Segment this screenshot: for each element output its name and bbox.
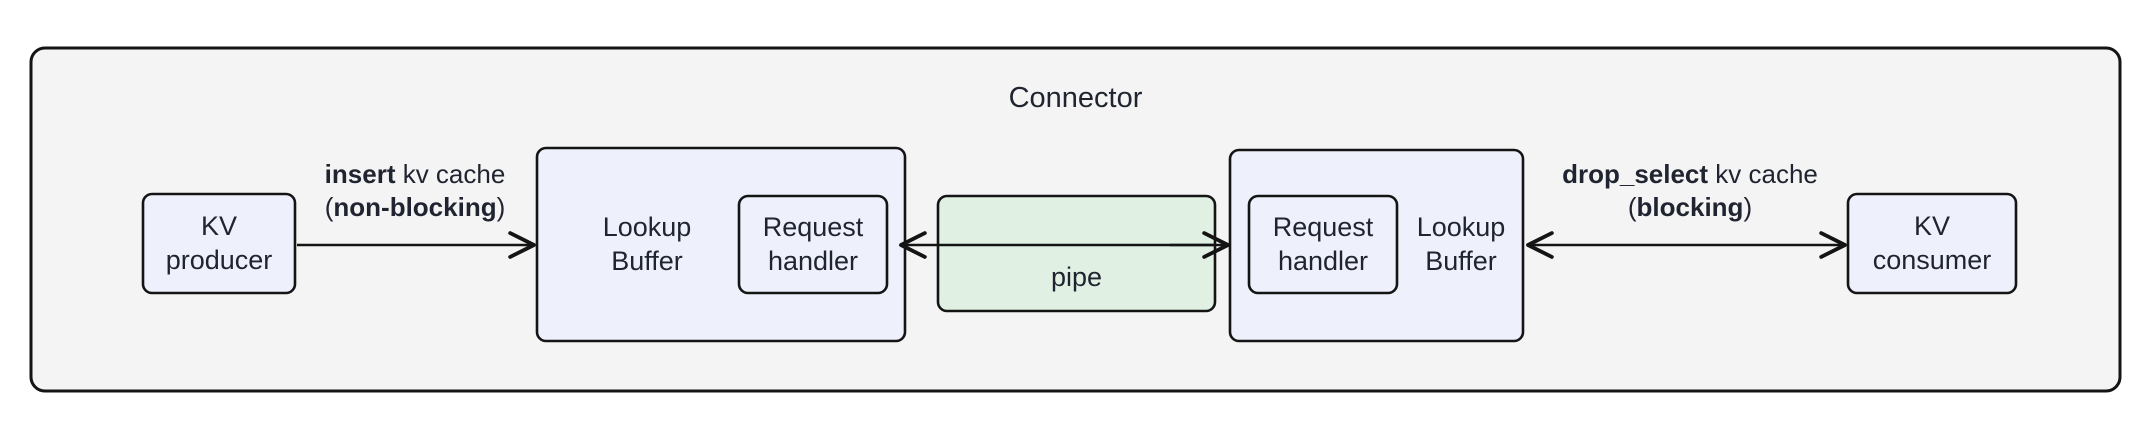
drop-select-edge-label-line-2: (blocking) — [1510, 191, 1870, 224]
request-handler-right-box[interactable] — [1247, 194, 1399, 295]
kv-consumer-box[interactable] — [1846, 192, 2018, 295]
pipe-box[interactable] — [936, 194, 1217, 313]
drop-select-edge-label-rest: kv cache — [1708, 159, 1818, 189]
insert-edge-label-rest: kv cache — [395, 159, 506, 189]
drop-select-edge-close-paren: ) — [1743, 191, 1753, 222]
kv-producer-box[interactable] — [141, 192, 297, 295]
drop-select-edge-label-bold: drop_select — [1562, 159, 1709, 189]
insert-edge-label-line-1: insert kv cache — [245, 158, 585, 191]
connector-title: Connector — [31, 82, 2120, 115]
drop-select-edge-label: drop_select kv cache (blocking) — [1510, 158, 1870, 224]
connector-title-text: Connector — [1008, 82, 1143, 114]
insert-edge-mode-bold: non-blocking — [333, 191, 497, 222]
insert-edge-label-bold: insert — [324, 159, 396, 189]
insert-edge-close-paren: ) — [496, 191, 506, 222]
insert-edge-label-line-2: (non-blocking) — [245, 191, 585, 224]
insert-edge-open-paren: ( — [324, 191, 334, 222]
drop-select-edge-open-paren: ( — [1627, 191, 1637, 222]
drop-select-edge-label-line-1: drop_select kv cache — [1510, 158, 1870, 191]
request-handler-left-box[interactable] — [737, 194, 889, 295]
drop-select-edge-mode-bold: blocking — [1636, 191, 1744, 222]
insert-edge-label: insert kv cache (non-blocking) — [245, 158, 585, 224]
